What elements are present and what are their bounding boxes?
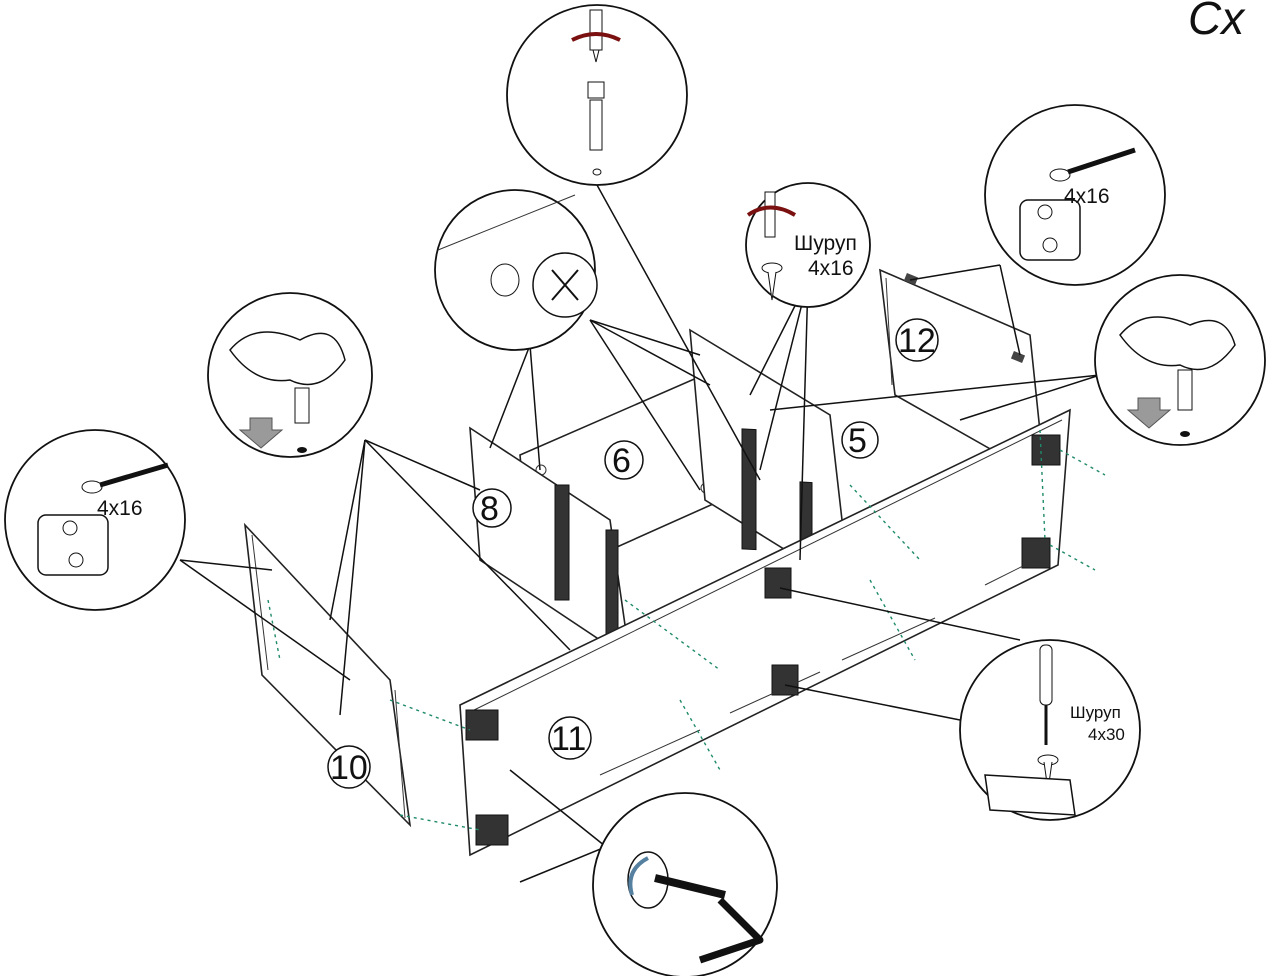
screw-label-size: 4x16 <box>808 257 854 280</box>
hinge-plate-icon <box>37 514 109 576</box>
cam-lock-icon <box>490 252 598 318</box>
push-down-arrow-icon <box>238 417 284 449</box>
detail-hinge-4x16-right: 4x16 <box>984 104 1166 286</box>
screw-icon <box>1037 754 1059 791</box>
detail-hand-dowel-left <box>207 292 373 458</box>
part-label-6: 6 <box>604 440 644 480</box>
screw-icon <box>654 874 726 899</box>
svg-text:5: 5 <box>848 422 867 460</box>
dowel-icon <box>587 81 605 151</box>
panel-11 <box>459 408 1071 857</box>
screw-size-label: 4x16 <box>97 497 143 520</box>
hinge-plate-icon <box>1019 199 1081 261</box>
screw-icon <box>761 262 783 301</box>
alignment-lines <box>267 429 1106 831</box>
rotate-arrow-icon <box>746 205 797 217</box>
screw-label-size: 4x30 <box>1088 725 1125 744</box>
svg-text:11: 11 <box>551 720 586 758</box>
screw-icon <box>1049 147 1136 182</box>
detail-screw-4x30: Шуруп 4x30 <box>959 639 1141 821</box>
panel-10 <box>243 522 412 828</box>
svg-text:8: 8 <box>480 490 499 528</box>
svg-text:12: 12 <box>898 322 936 360</box>
screwdriver-icon <box>589 9 603 63</box>
part-label-11: 11 <box>548 716 592 760</box>
page-title: Сх <box>1188 0 1246 44</box>
hand-icon <box>1119 316 1236 371</box>
detail-hex-key <box>592 792 778 976</box>
screw-label-word: Шуруп <box>794 232 857 255</box>
dowel-icon <box>294 387 310 424</box>
part-label-10: 10 <box>327 745 371 789</box>
svg-text:10: 10 <box>330 749 368 787</box>
rotate-arrow-icon <box>628 856 649 896</box>
push-down-arrow-icon <box>1126 397 1172 429</box>
detail-screw-4x16-center: Шуруп 4x16 <box>745 182 871 308</box>
svg-text:6: 6 <box>612 442 631 480</box>
panel-8 <box>469 426 632 662</box>
detail-screwdriver-dowel <box>506 4 688 186</box>
screwdriver-icon <box>1039 644 1053 745</box>
rotate-arrow-icon <box>571 32 621 42</box>
dowel-icon <box>1177 369 1193 411</box>
part-label-12: 12 <box>895 318 939 362</box>
part-label-8: 8 <box>472 488 512 528</box>
detail-hand-dowel-right <box>1094 274 1266 446</box>
screw-size-label: 4x16 <box>1064 185 1110 208</box>
detail-hinge-4x16-left: 4x16 <box>4 429 186 611</box>
part-label-5: 5 <box>841 421 879 460</box>
hex-key-icon <box>698 897 764 964</box>
screw-icon <box>81 462 169 494</box>
leader-lines <box>179 184 1101 883</box>
detail-cam-lock <box>434 189 598 351</box>
hand-icon <box>229 331 346 386</box>
screw-label-word: Шуруп <box>1070 703 1121 722</box>
